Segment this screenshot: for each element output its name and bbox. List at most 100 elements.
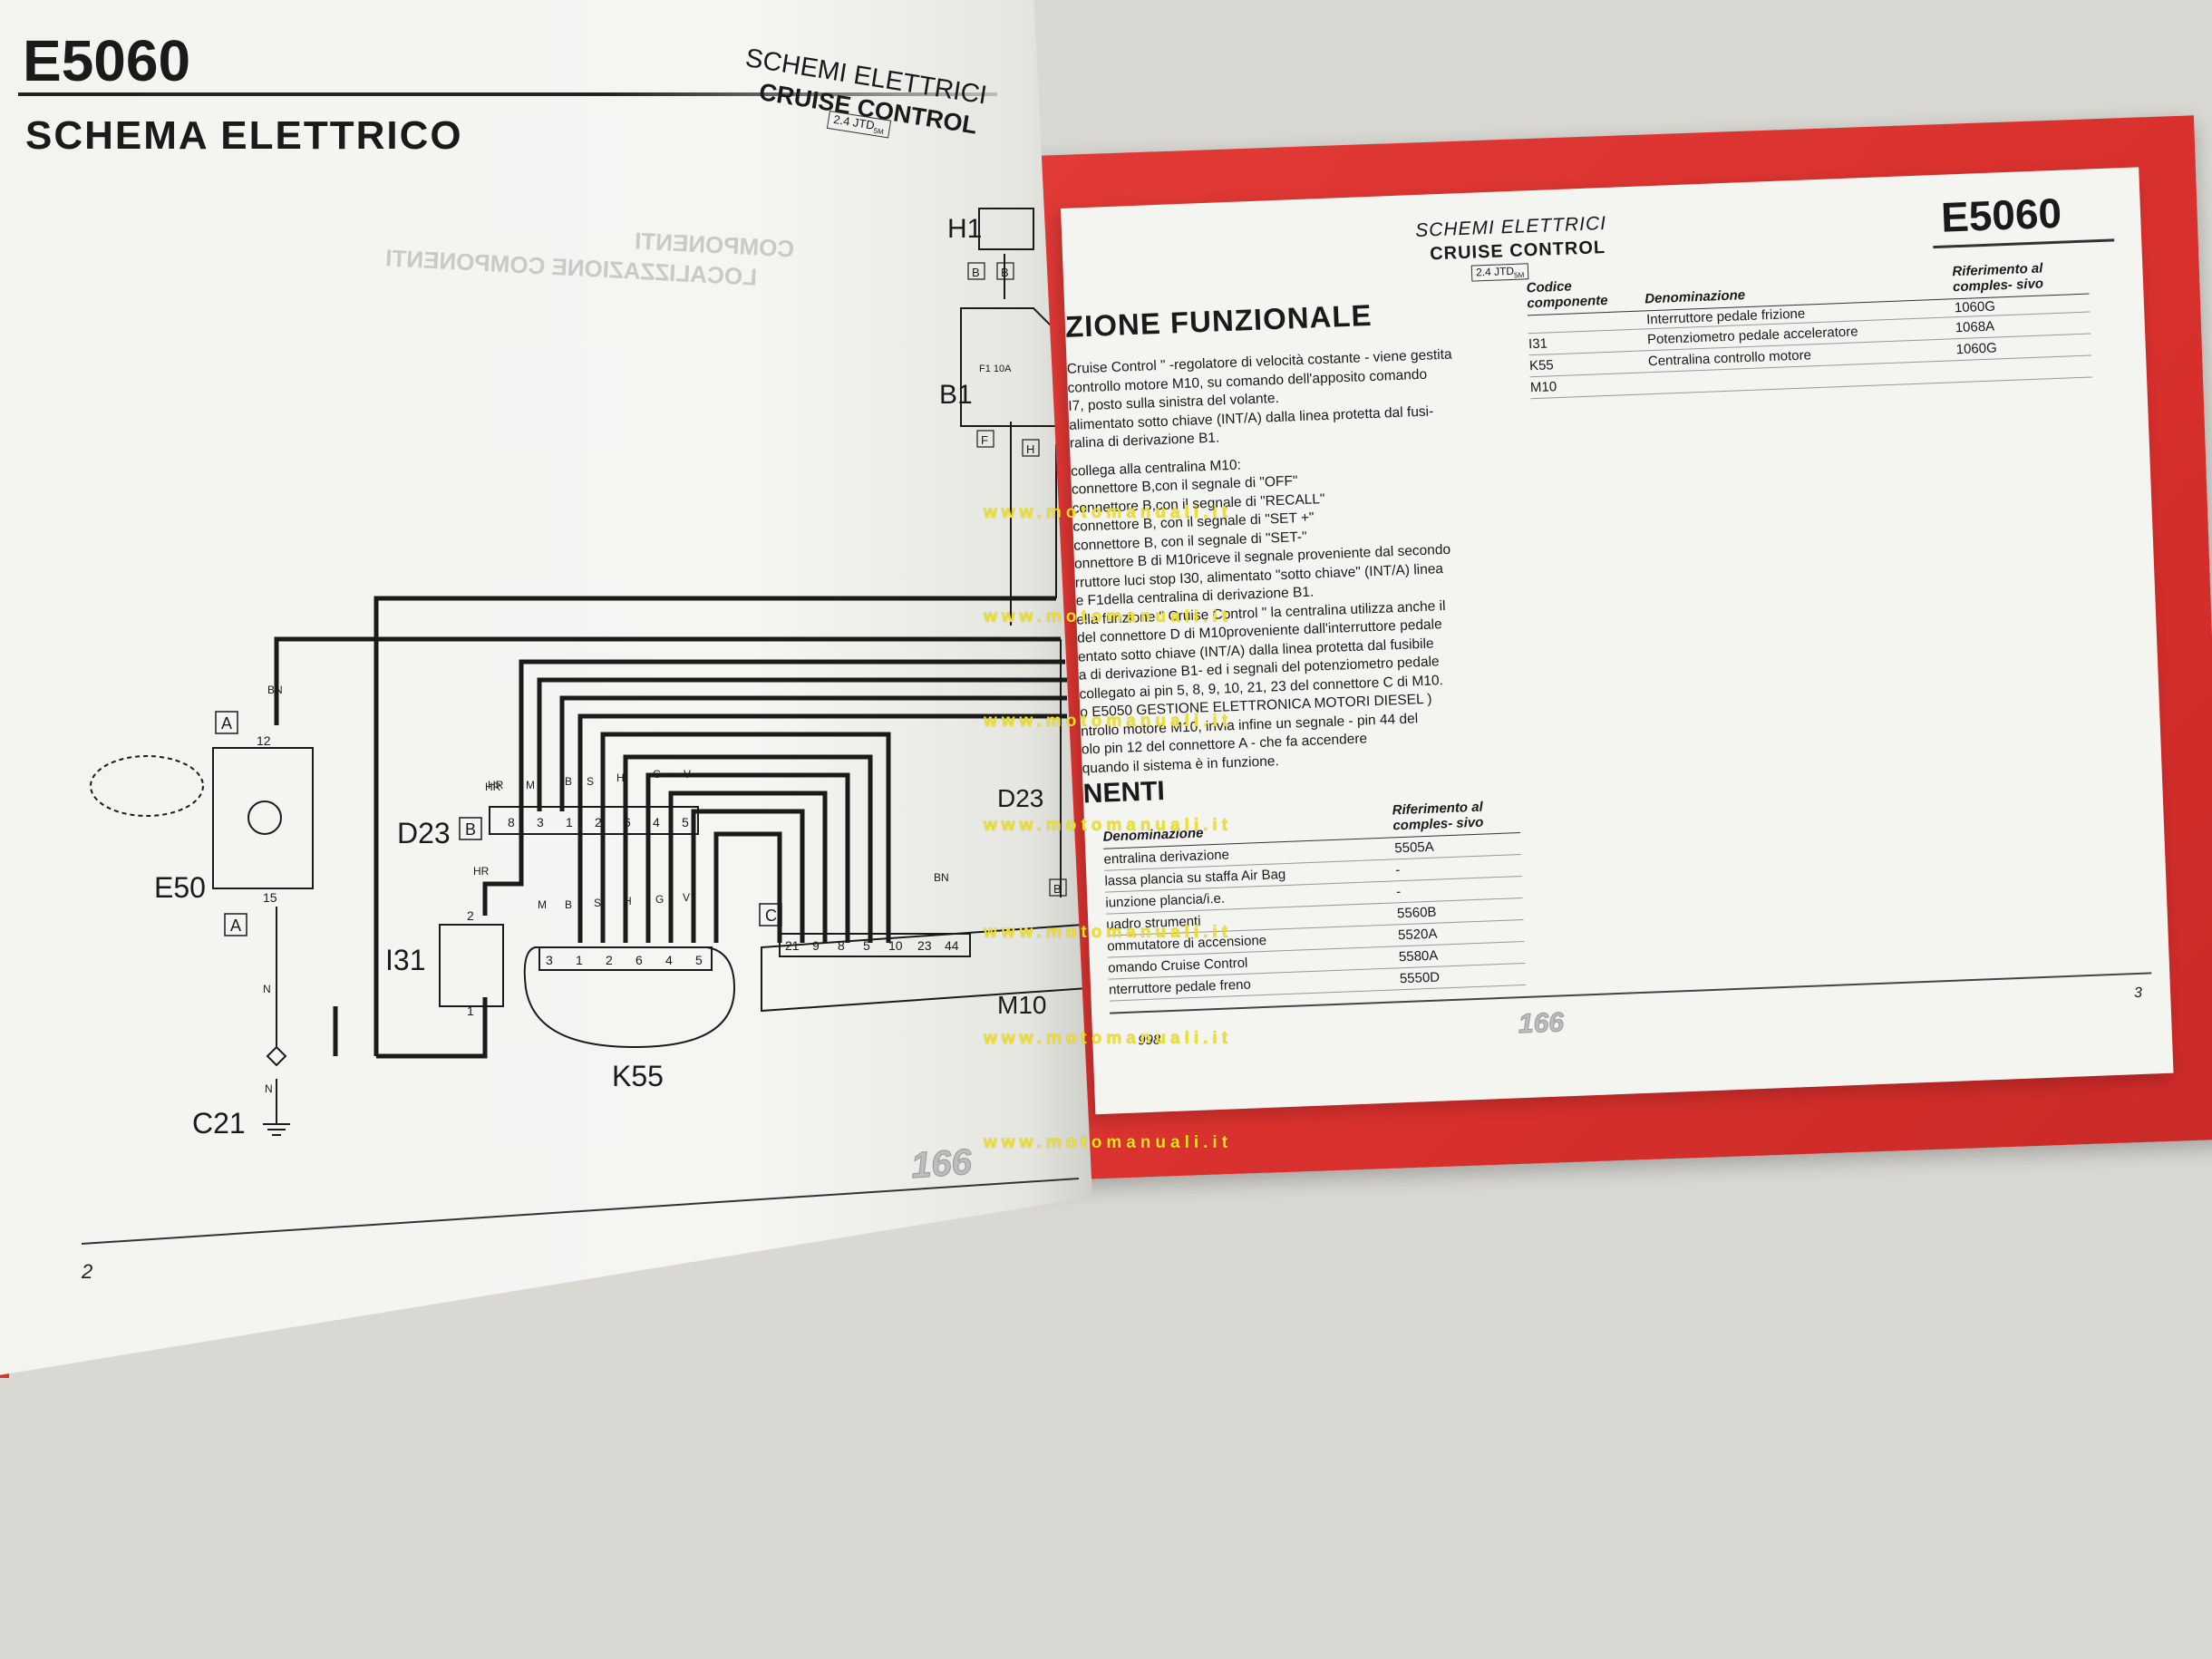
watermark-1: www.motomanuali.it xyxy=(984,503,1233,522)
pin-e50-bottom: 15 xyxy=(263,890,277,905)
pin-d23: 2 xyxy=(595,815,602,830)
wire-code-hr-d23: HR xyxy=(485,781,501,793)
label-k55: K55 xyxy=(612,1060,664,1092)
left-footer-rule xyxy=(81,1178,1080,1245)
pin-k55: 5 xyxy=(695,953,703,967)
wire-bundle-6 xyxy=(623,754,873,943)
pin-d23: 6 xyxy=(624,815,631,830)
watermark-2: www.motomanuali.it xyxy=(984,607,1233,626)
top-table-header-cell: Codice componente xyxy=(1526,278,1608,312)
c21-ground xyxy=(263,1045,290,1136)
pin-d23: 3 xyxy=(537,815,544,830)
pin-k55: 3 xyxy=(546,953,553,967)
conn-a-bottom: A xyxy=(230,917,241,935)
wire-bundle-3 xyxy=(559,695,1067,811)
left-code-underline xyxy=(18,92,997,96)
right-badge-text: 2.4 JTD xyxy=(1475,264,1515,279)
pin-d23: 4 xyxy=(653,815,660,830)
wire-code-d23: V xyxy=(684,768,691,781)
right-badge-suffix: 5M xyxy=(1514,270,1525,280)
label-m10: M10 xyxy=(997,991,1046,1019)
conn-b-m10: B xyxy=(1053,882,1062,896)
conn-h: H xyxy=(1026,442,1034,456)
components-title: NENTI xyxy=(1082,776,1166,810)
left-code: E5060 xyxy=(23,28,191,93)
wire-code-k55: G xyxy=(655,893,664,906)
table-cell: 5550D xyxy=(1399,969,1441,987)
right-header-badge: 2.4 JTD5M xyxy=(1470,263,1529,283)
pin-e50-top: 12 xyxy=(257,733,271,748)
label-e50: E50 xyxy=(154,871,206,904)
pin-k55: 2 xyxy=(606,953,613,967)
bottom-table-header-cell: Riferimento al comples- sivo xyxy=(1392,799,1484,834)
table-cell: M10 xyxy=(1529,379,1557,396)
right-page-number: 3 xyxy=(2133,985,2143,1002)
wire-code-k55: V xyxy=(683,891,690,904)
conn-a-top: A xyxy=(221,714,232,732)
pin-m10: 9 xyxy=(812,938,820,953)
wire-code-hr-i31: HR xyxy=(473,865,490,878)
h1-box xyxy=(978,208,1034,250)
conn-b-h1-left: B xyxy=(972,266,980,279)
wire-loop-outer xyxy=(374,596,1056,1056)
wire-bundle-7 xyxy=(645,772,850,943)
watermark-5: www.motomanuali.it xyxy=(984,923,1233,942)
pin-i31-bottom: 1 xyxy=(467,1004,474,1018)
top-component-table: Codice componente Denominazione Riferime… xyxy=(1526,255,2092,400)
wiring-diagram: H1 B1 E50 D23 D23 I31 K55 M10 C21 A A B … xyxy=(81,208,1090,1245)
right-section-title: ZIONE FUNZIONALE xyxy=(1064,297,1373,344)
watermark-3: www.motomanuali.it xyxy=(984,712,1233,731)
wire-code-d23: H xyxy=(616,771,625,784)
wire-code-d23: M xyxy=(526,779,535,791)
wire-code-k55: M xyxy=(538,898,547,911)
wire-code-n-bottom: N xyxy=(263,983,271,995)
wire-bundle-4 xyxy=(577,713,1067,943)
pin-d23: 1 xyxy=(566,815,573,830)
right-page: SCHEMI ELETTRICI CRUISE CONTROL 2.4 JTD5… xyxy=(1061,167,2174,1115)
pin-m10: 44 xyxy=(945,938,959,953)
pin-k55: 6 xyxy=(635,953,643,967)
watermark-4: www.motomanuali.it xyxy=(984,816,1233,835)
wire-loop-e50 xyxy=(274,636,1061,725)
wire-loop-bottom xyxy=(376,997,488,1059)
right-code: E5060 xyxy=(1940,189,2063,241)
e50-plug xyxy=(90,755,204,817)
label-d23: D23 xyxy=(397,817,451,849)
wire-bundle-8 xyxy=(668,791,828,943)
pin-m10: 5 xyxy=(863,938,870,953)
label-b1: B1 xyxy=(939,380,973,410)
label-d23-right: D23 xyxy=(997,784,1043,812)
fuse-label: F1 10A xyxy=(979,364,1012,374)
wire-bundle-2 xyxy=(537,677,1067,811)
wire-code-k55: B xyxy=(565,898,572,911)
wire-bundle-10 xyxy=(713,831,782,943)
wire-code-k55: H xyxy=(624,895,632,907)
wire-code-d23: HR xyxy=(488,779,504,791)
e50-box xyxy=(212,747,314,889)
wire-bundle-5 xyxy=(600,732,891,943)
pin-m10: 8 xyxy=(838,938,845,953)
wire-loop-k55 xyxy=(482,811,524,916)
conn-b-d23: B xyxy=(465,820,476,839)
wire-code-d23: S xyxy=(587,775,594,788)
label-h1: H1 xyxy=(947,214,982,244)
i31-box xyxy=(439,924,504,1007)
pin-d23: 8 xyxy=(508,815,515,830)
left-model-logo: 166 xyxy=(909,1141,974,1187)
d23-connector xyxy=(489,806,699,835)
wire-bundle-9 xyxy=(691,809,805,943)
wire-code-bn-top: BN xyxy=(267,684,283,696)
label-i31: I31 xyxy=(385,944,425,976)
pin-m10: 10 xyxy=(888,938,903,953)
pin-m10: 23 xyxy=(917,938,932,953)
table-cell xyxy=(1955,355,2092,383)
wire-code-d23: B xyxy=(565,775,572,788)
pin-k55: 4 xyxy=(665,953,673,967)
watermark-6: www.motomanuali.it xyxy=(984,1029,1233,1048)
left-title: SCHEMA ELETTRICO xyxy=(25,113,463,158)
k55-box xyxy=(523,946,736,1049)
top-table-header-cell: Riferimento al comples- sivo xyxy=(1952,260,2044,296)
pin-k55: 1 xyxy=(576,953,583,967)
pin-i31-top: 2 xyxy=(467,908,474,923)
wire-code-d23: G xyxy=(653,768,661,781)
